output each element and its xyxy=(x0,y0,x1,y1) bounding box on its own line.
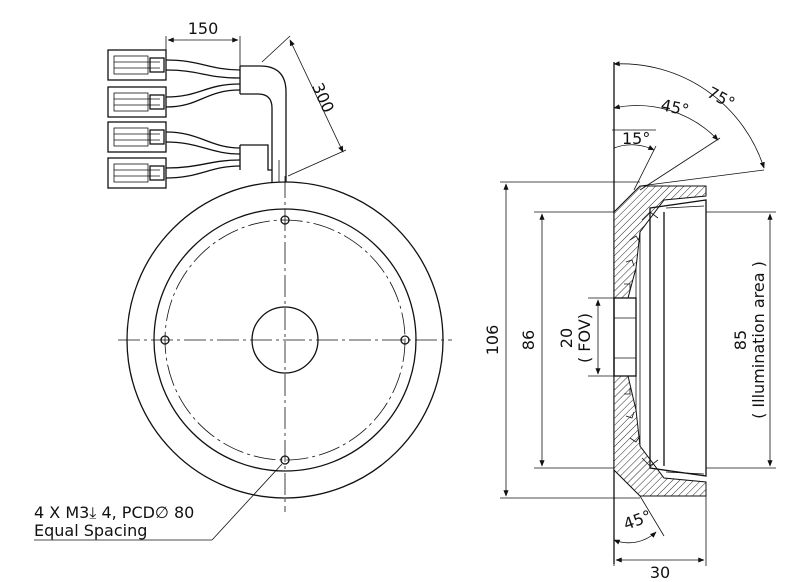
mounting-hole-right xyxy=(400,335,410,345)
hole-note-line1: 4 X M3⤓ 4, PCD∅ 80 xyxy=(34,503,194,522)
dimension-300: 300 xyxy=(261,35,347,177)
hole-note: 4 X M3⤓ 4, PCD∅ 80 Equal Spacing xyxy=(34,463,283,541)
connector-2 xyxy=(107,86,167,118)
housing-section-bottom xyxy=(613,375,707,497)
connector-4 xyxy=(107,157,167,189)
dim-150-label: 150 xyxy=(188,19,219,38)
mounting-hole-top xyxy=(280,215,290,225)
dim-85-label: 85 xyxy=(731,330,750,350)
section-view: 75° 45° 15° 45° 30 106 86 xyxy=(483,61,776,582)
hole-note-line2: Equal Spacing xyxy=(34,521,147,540)
angle-15-label: 15° xyxy=(622,129,650,148)
dim-300-label: 300 xyxy=(308,80,338,116)
front-view: 150 300 4 X M3⤓ 4, PCD∅ 80 Eq xyxy=(34,19,452,541)
dimension-fov: 20 ( FOV) xyxy=(557,297,614,377)
housing-section-top xyxy=(613,185,707,299)
connector-3 xyxy=(107,121,167,153)
fov-aperture xyxy=(613,297,637,377)
mounting-holes xyxy=(160,215,410,465)
cables xyxy=(165,59,287,182)
dimension-illumination: 85 ( Illumination area ) xyxy=(706,211,776,469)
illumination-label: ( Illumination area ) xyxy=(749,261,768,419)
dimension-86: 86 xyxy=(519,211,614,469)
fov-label: ( FOV) xyxy=(575,313,594,363)
angle-45-top-label: 45° xyxy=(659,95,691,119)
mounting-hole-bottom xyxy=(280,455,290,465)
bottom-dims: 45° 30 xyxy=(613,495,707,582)
dimension-150: 150 xyxy=(165,19,241,66)
dim-86-label: 86 xyxy=(519,330,538,350)
depth-30-label: 30 xyxy=(650,563,670,582)
dim-106-label: 106 xyxy=(483,325,502,356)
connector-1 xyxy=(107,49,167,81)
dimension-106: 106 xyxy=(483,181,640,499)
mounting-hole-left xyxy=(160,335,170,345)
angle-rays: 75° 45° 15° xyxy=(612,61,765,191)
dim-20-label: 20 xyxy=(557,328,576,348)
angle-75-label: 75° xyxy=(704,83,738,113)
